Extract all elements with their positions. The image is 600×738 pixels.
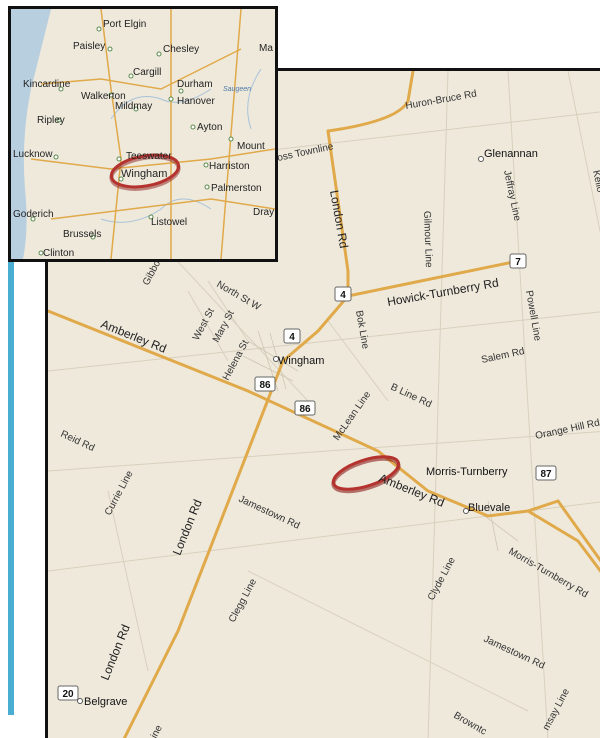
road-powell: Powell Line	[523, 290, 543, 343]
svg-text:4: 4	[289, 332, 295, 343]
highlight-ring	[331, 455, 401, 494]
road-gilmour: Gilmour Line	[421, 211, 434, 268]
inset-town-dray: Dray	[253, 207, 274, 218]
road-ine-partial: ine	[149, 723, 165, 738]
inset-town-mount: Mount	[237, 141, 265, 152]
road-b-line: B Line Rd	[389, 382, 433, 411]
inset-town-durham: Durham	[177, 79, 213, 90]
svg-text:87: 87	[540, 469, 552, 480]
inset-town-walkerton: Walkerton	[81, 91, 126, 102]
road-howick-turnberry: Howick-Turnberry Rd	[386, 276, 500, 309]
road-currie: Currie Line	[103, 469, 136, 518]
road-jamestown-1: Jamestown Rd	[237, 494, 302, 532]
inset-town-ripley: Ripley	[37, 115, 65, 126]
road-helena-st: Helena St	[221, 338, 251, 382]
road-mclean: McLean Line	[331, 389, 373, 443]
inset-town-listowel: Listowel	[151, 217, 187, 228]
road-jamestown-2: Jamestown Rd	[482, 634, 547, 672]
inset-town-port-elgin: Port Elgin	[103, 19, 146, 30]
svg-text:86: 86	[259, 380, 271, 391]
main-map-svg: 4 4 7 86 86 87 20 Wingham Bluevale Belgr…	[48, 71, 600, 738]
road-kello: Kello	[590, 169, 600, 193]
inset-town-cargill: Cargill	[133, 67, 161, 78]
town-morris-turnberry: Morris-Turnberry	[426, 466, 508, 478]
road-browntc: Browntc	[452, 710, 489, 738]
road-salem: Salem Rd	[480, 346, 525, 366]
inset-town-markers	[30, 26, 234, 256]
shield-hwy20: 20	[57, 685, 79, 701]
inset-map-svg: Port Elgin Paisley Chesley Ma Kincardine…	[11, 9, 275, 259]
major-roads	[48, 71, 600, 738]
shield-hwy7: 7	[509, 253, 527, 269]
shield-hwy4-a: 4	[334, 286, 352, 302]
shield-hwy86-a: 86	[254, 376, 276, 392]
inset-town-hanover: Hanover	[177, 96, 215, 107]
road-london-rd-3: London Rd	[98, 622, 133, 682]
inset-town-paisley: Paisley	[73, 41, 105, 52]
inset-town-mildmay: Mildmay	[115, 101, 152, 112]
road-orange-hill: Orange Hill Rd	[534, 418, 600, 442]
svg-text:86: 86	[299, 404, 311, 415]
inset-town-chesley: Chesley	[163, 44, 199, 55]
inset-highlight-ring	[109, 153, 181, 189]
inset-town-lucknow: Lucknow	[13, 149, 53, 160]
road-bok: Bok Line	[353, 310, 371, 351]
inset-town-clinton: Clinton	[43, 248, 74, 259]
inset-town-brussels: Brussels	[63, 229, 101, 240]
road-reid: Reid Rd	[59, 429, 96, 454]
road-morris-turnberry-rd: Morris-Turnberry Rd	[507, 546, 590, 600]
main-map[interactable]: 4 4 7 86 86 87 20 Wingham Bluevale Belgr…	[45, 68, 600, 738]
svg-text:20: 20	[62, 689, 74, 700]
accent-bar	[8, 243, 14, 715]
inset-town-palmerston: Palmerston	[211, 183, 262, 194]
lake-water	[11, 9, 51, 259]
town-wingham: Wingham	[278, 355, 324, 367]
road-huron-bruce: Huron-Bruce Rd	[405, 89, 478, 112]
inset-river-saugeen: Saugeen	[223, 86, 251, 93]
shield-hwy87: 87	[535, 465, 557, 481]
minor-roads	[48, 71, 600, 738]
road-london-rd-1: London Rd	[327, 189, 351, 249]
svg-text:4: 4	[340, 290, 346, 301]
inset-town-teeswater: Teeswater	[126, 151, 172, 162]
svg-text:7: 7	[515, 257, 521, 268]
shield-hwy86-b: 86	[294, 400, 316, 416]
road-clegg: Clegg Line	[227, 577, 259, 625]
inset-town-goderich: Goderich	[13, 209, 54, 220]
inset-roads	[30, 9, 275, 259]
town-belgrave: Belgrave	[84, 696, 127, 708]
inset-town-wingham: Wingham	[121, 168, 167, 180]
inset-map[interactable]: Port Elgin Paisley Chesley Ma Kincardine…	[8, 6, 278, 262]
inset-labels: Port Elgin Paisley Chesley Ma Kincardine…	[13, 19, 274, 259]
inset-town-kincardine: Kincardine	[23, 79, 71, 90]
road-clyde: Clyde Line	[426, 555, 458, 602]
town-bluevale: Bluevale	[468, 502, 510, 514]
road-jeffray: Jeffray Line	[501, 169, 523, 222]
inset-town-harriston: Harriston	[209, 161, 250, 172]
inset-town-ayton: Ayton	[197, 122, 222, 133]
town-markers	[77, 156, 484, 704]
road-london-rd-2: London Rd	[170, 497, 205, 557]
town-glenannan: Glenannan	[484, 148, 538, 160]
inset-town-ma: Ma	[259, 43, 273, 54]
shield-hwy4-b: 4	[283, 328, 301, 344]
road-cross-townline: oss Townline	[276, 141, 335, 164]
